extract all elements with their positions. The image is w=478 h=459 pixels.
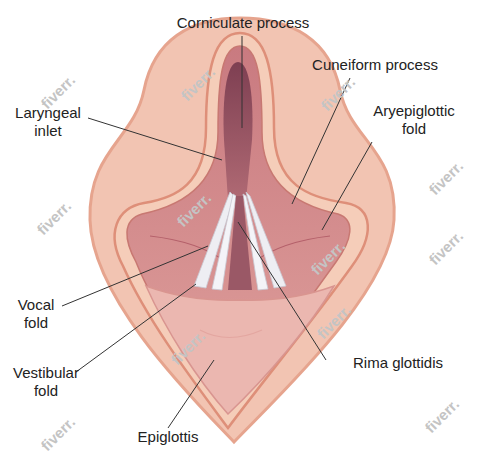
part-label: Aryepiglottic fold [362, 102, 466, 138]
epiglottis [146, 286, 334, 414]
part-label: Epiglottis [116, 428, 220, 446]
aryepiglottic-rim [115, 33, 368, 428]
label-holder: Vestibular fold [4, 364, 88, 400]
label-holder: Epiglottis [116, 428, 220, 446]
leader-lines [62, 36, 372, 428]
watermark-holder: fiverr. [424, 166, 474, 183]
watermark: fiverr. [425, 151, 472, 198]
watermark-holder: fiverr. [32, 206, 82, 223]
watermark-holder: fiverr. [36, 80, 86, 97]
watermark-holder: fiverr. [420, 404, 470, 421]
part-label: Cuneiform process [300, 56, 450, 74]
watermark: fiverr. [307, 231, 354, 278]
larynx-outline [90, 18, 394, 442]
watermark: fiverr. [317, 67, 364, 114]
label-holder: Aryepiglottic fold [362, 102, 466, 138]
watermark-holder: fiverr. [316, 82, 366, 99]
watermark-holder: fiverr. [424, 236, 474, 253]
part-label: Corniculate process [165, 14, 321, 32]
watermark: fiverr. [33, 191, 80, 238]
watermark: fiverr. [177, 57, 224, 104]
watermark-holder: fiverr. [306, 246, 356, 263]
label-holder: Corniculate process [165, 14, 321, 32]
epiglottis-shade [200, 330, 262, 338]
watermark-holder: fiverr. [176, 72, 226, 89]
watermark: fiverr. [313, 295, 360, 342]
watermark: fiverr. [425, 221, 472, 268]
watermark: fiverr. [37, 407, 84, 454]
part-label: Vestibular fold [4, 364, 88, 400]
watermark-holder: fiverr. [36, 422, 86, 439]
watermark: fiverr. [173, 183, 220, 230]
watermark: fiverr. [167, 321, 214, 368]
label-holder: Cuneiform process [300, 56, 450, 74]
part-label: Vocal fold [8, 296, 64, 332]
watermark: fiverr. [421, 389, 468, 436]
label-holder: Rima glottidis [328, 354, 468, 372]
laryngeal-inlet [224, 62, 253, 200]
part-label: Rima glottidis [328, 354, 468, 372]
label-holder: Vocal fold [8, 296, 64, 332]
watermark-holder: fiverr. [166, 336, 216, 353]
watermark-holder: fiverr. [312, 310, 362, 327]
watermark-holder: fiverr. [172, 198, 222, 215]
